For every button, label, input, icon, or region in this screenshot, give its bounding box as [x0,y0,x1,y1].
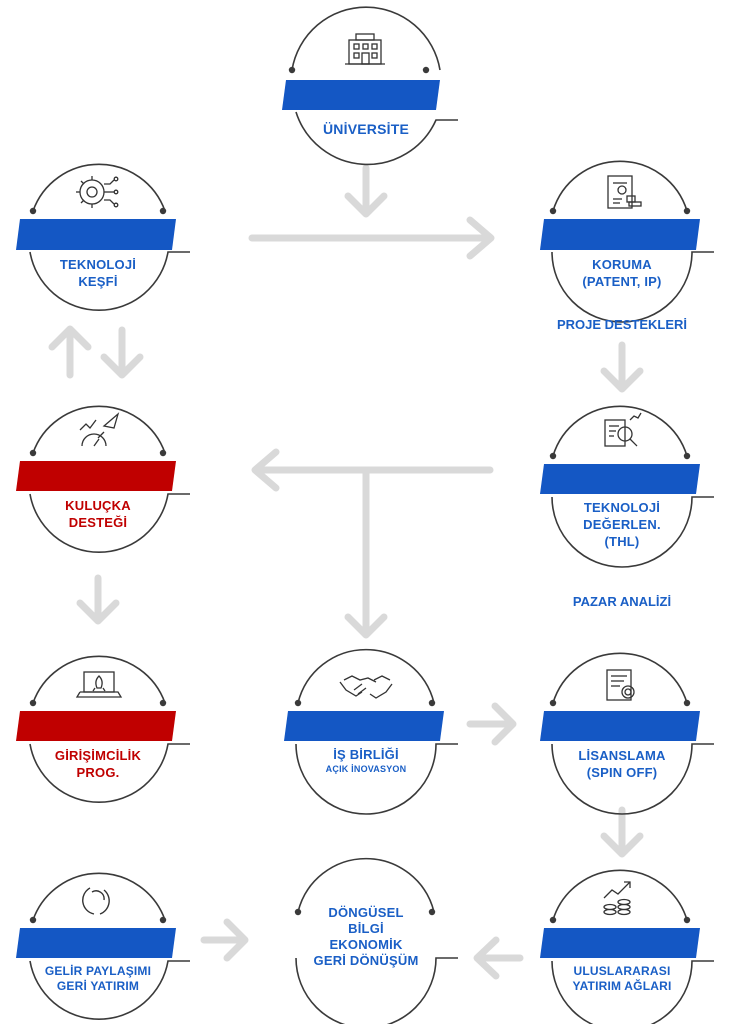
label-line: KEŞFİ [78,274,118,289]
label-line: GERİ DÖNÜŞÜM [313,953,419,968]
label-line: BİLGİ [348,921,384,936]
document-stamp-icon [607,175,642,209]
label-line: DEĞERLEN. [583,517,661,532]
label-line: EKONOMİK [329,937,403,952]
label-girisimcilik: GİRİŞİMCİLİK PROG. [0,747,196,781]
label-gelir: GELİR PAYLAŞIMI GERİ YATIRIM [0,964,196,994]
laptop-rocket-icon [75,671,123,698]
gear-circuit-icon [76,176,119,208]
arrow-down-lisanslama [600,806,644,858]
band-koruma [540,219,700,250]
arrow-up-left-column [48,325,92,379]
arrow-right-kesfi-koruma [248,216,495,260]
band-kulucka [16,461,176,491]
arrow-right-isbirligi-lisans [466,702,517,746]
arrow-left-deger-kulucka [251,448,494,492]
band-teknoloji-kesfi [16,219,176,250]
arrow-down-proje [600,341,644,393]
band-is-birligi [284,711,444,741]
node-universite [282,6,458,166]
label-line: GİRİŞİMCİLİK [54,748,142,763]
label-line: (SPIN OFF) [586,765,658,780]
arrow-down-universite [344,164,388,218]
label-line: (PATENT, IP) [582,274,662,289]
label-uluslararasi: ULUSLARARASI YATIRIM AĞLARI [522,964,722,994]
node-girisimcilik [16,655,190,803]
arrow-right-gelir-dongusel [200,918,249,962]
node-gelir [16,872,190,1020]
certificate-icon [606,669,635,701]
node-is-birligi [284,648,458,815]
label-line: (THL) [604,534,640,549]
label-line: KORUMA [592,257,652,272]
label-dongusel: DÖNGÜSEL BİLGİ EKONOMİK GERİ DÖNÜŞÜM [266,905,466,969]
coins-chart-icon [603,881,631,916]
building-icon [345,33,385,65]
cycle-icon [82,887,110,915]
band-universite [282,80,440,110]
arrow-down-kulucka [76,574,120,625]
band-gelir [16,928,176,958]
node-koruma [540,160,714,323]
label-line: KULUÇKA [65,498,131,513]
node-teknoloji-deger [540,405,714,568]
label-pazar-analizi: PAZAR ANALİZİ [572,594,672,609]
label-line: PROG. [76,765,120,780]
node-teknoloji-kesfi [16,163,190,311]
node-kulucka [16,405,190,553]
band-girisimcilik [16,711,176,741]
arrow-down-is-birligi [344,466,388,639]
label-line: GERİ YATIRIM [56,979,140,993]
label-line: TEKNOLOJİ [583,500,661,515]
label-koruma: KORUMA (PATENT, IP) [522,256,722,290]
band-teknoloji-deger [540,464,700,494]
label-teknoloji-deger: TEKNOLOJİ DEĞERLEN. (THL) [522,499,722,550]
node-uluslararasi [540,869,714,1024]
label-line: LİSANSLAMA [578,748,666,763]
band-uluslararasi [540,928,700,958]
label-line: DÖNGÜSEL [328,905,404,920]
label-proje-destekleri: PROJE DESTEKLERİ [556,317,688,332]
label-universite: ÜNİVERSİTE [266,121,466,138]
label-kulucka: KULUÇKA DESTEĞİ [0,497,196,531]
handshake-icon [339,675,393,699]
label-teknoloji-kesfi: TEKNOLOJİ KEŞFİ [0,256,196,290]
label-is-birligi: İŞ BİRLİĞİ AÇIK İNOVASYON [266,746,466,775]
node-dongusel [294,857,458,1024]
label-lisanslama: LİSANSLAMA (SPIN OFF) [522,747,722,781]
label-line: ULUSLARARASI [573,964,671,978]
label-line: TEKNOLOJİ [59,257,137,272]
label-line: İŞ BİRLİĞİ [333,747,399,762]
arrow-left-uluslararasi-dongusel [473,936,524,980]
label-line: ÜNİVERSİTE [322,121,409,137]
band-lisanslama [540,711,700,741]
rocket-icon [79,412,120,447]
label-line: YATIRIM AĞLARI [572,979,672,993]
arrow-down-left-column [100,326,144,379]
node-lisanslama [540,652,714,815]
analysis-icon [604,412,642,447]
label-line: DESTEĞİ [68,515,128,530]
label-subline: AÇIK İNOVASYON [325,764,407,774]
label-line: GELİR PAYLAŞIMI [44,964,152,978]
